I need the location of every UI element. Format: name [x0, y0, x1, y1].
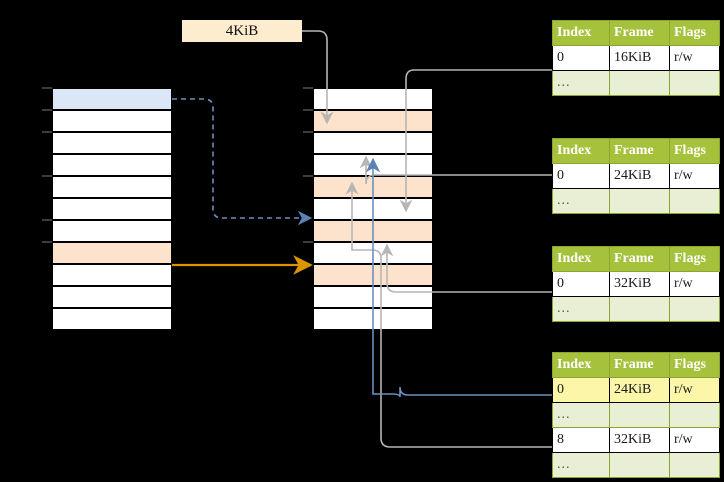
table-header-row: Index Frame Flags	[552, 138, 720, 164]
col-header-frame: Frame	[609, 246, 670, 272]
table-row-ellipsis[interactable]: ...	[552, 188, 720, 214]
pm-row-5	[313, 198, 433, 220]
table-header-row: Index Frame Flags	[552, 20, 720, 46]
wire-vas-row0-to-pm-row6	[172, 98, 313, 226]
pm-row-6	[313, 220, 433, 242]
cell-frame	[609, 402, 670, 428]
cell-frame: 16KiB	[609, 45, 670, 71]
table-row[interactable]: 8 32KiB r/w	[552, 427, 720, 453]
vas-row-6	[52, 220, 172, 242]
col-header-flags: Flags	[669, 352, 720, 378]
vas-tick-marks	[42, 87, 52, 243]
cell-frame: 24KiB	[609, 163, 670, 189]
vas-row-9	[52, 286, 172, 308]
page-table-4: Index Frame Flags 0 24KiB r/w ... 8 32Ki…	[552, 352, 720, 478]
cell-flags: r/w	[669, 271, 720, 297]
pm-row-3	[313, 154, 433, 176]
virtual-address-space-column	[52, 88, 172, 330]
page-table-1: Index Frame Flags 0 16KiB r/w ...	[552, 20, 720, 96]
cell-flags	[669, 70, 720, 96]
cell-flags	[669, 188, 720, 214]
col-header-index: Index	[552, 246, 610, 272]
cell-index: 0	[552, 163, 610, 189]
cell-flags: r/w	[669, 427, 720, 453]
pm-row-10	[313, 308, 433, 330]
table-row[interactable]: 0 24KiB r/w	[552, 163, 720, 189]
vas-row-5	[52, 198, 172, 220]
pm-tick-marks	[303, 87, 313, 243]
table-row-ellipsis[interactable]: ...	[552, 70, 720, 96]
table-row-ellipsis[interactable]: ...	[552, 402, 720, 428]
vas-row-8	[52, 264, 172, 286]
pm-row-7	[313, 242, 433, 264]
pm-row-4	[313, 176, 433, 198]
table-header-row: Index Frame Flags	[552, 352, 720, 378]
col-header-index: Index	[552, 352, 610, 378]
cell-flags	[669, 402, 720, 428]
page-table-3: Index Frame Flags 0 32KiB r/w ...	[552, 246, 720, 322]
col-header-frame: Frame	[609, 352, 670, 378]
page-table-2: Index Frame Flags 0 24KiB r/w ...	[552, 138, 720, 214]
col-header-index: Index	[552, 138, 610, 164]
cell-frame: 24KiB	[609, 377, 670, 403]
table-row-ellipsis[interactable]: ...	[552, 452, 720, 478]
col-header-index: Index	[552, 20, 610, 46]
vas-row-3	[52, 154, 172, 176]
vas-row-10	[52, 308, 172, 330]
cell-index: 0	[552, 45, 610, 71]
pm-row-8	[313, 264, 433, 286]
col-header-frame: Frame	[609, 138, 670, 164]
col-header-flags: Flags	[669, 246, 720, 272]
col-header-frame: Frame	[609, 20, 670, 46]
vas-row-1	[52, 110, 172, 132]
cell-frame: 32KiB	[609, 271, 670, 297]
cell-frame: 32KiB	[609, 427, 670, 453]
physical-memory-column	[313, 88, 433, 330]
cell-index: 0	[552, 271, 610, 297]
cell-frame	[609, 70, 670, 96]
pm-row-1	[313, 110, 433, 132]
cell-frame	[609, 452, 670, 478]
vas-row-4	[52, 176, 172, 198]
cell-index: ...	[552, 296, 610, 322]
size-label-4kib: 4KiB	[182, 20, 302, 42]
col-header-flags: Flags	[669, 138, 720, 164]
cell-index: ...	[552, 188, 610, 214]
vas-row-0	[52, 88, 172, 110]
table-header-row: Index Frame Flags	[552, 246, 720, 272]
cell-frame	[609, 188, 670, 214]
table-row-highlighted[interactable]: 0 24KiB r/w	[552, 377, 720, 403]
cell-index: 0	[552, 377, 610, 403]
table-row-ellipsis[interactable]: ...	[552, 296, 720, 322]
cell-frame	[609, 296, 670, 322]
vas-row-7	[52, 242, 172, 264]
cell-flags	[669, 452, 720, 478]
cell-index: 8	[552, 427, 610, 453]
pm-row-0	[313, 88, 433, 110]
cell-flags: r/w	[669, 163, 720, 189]
vas-row-2	[52, 132, 172, 154]
cell-index: ...	[552, 452, 610, 478]
cell-index: ...	[552, 70, 610, 96]
col-header-flags: Flags	[669, 20, 720, 46]
table-row[interactable]: 0 16KiB r/w	[552, 45, 720, 71]
cell-flags: r/w	[669, 377, 720, 403]
table-row[interactable]: 0 32KiB r/w	[552, 271, 720, 297]
cell-flags	[669, 296, 720, 322]
cell-flags: r/w	[669, 45, 720, 71]
cell-index: ...	[552, 402, 610, 428]
pm-row-2	[313, 132, 433, 154]
pm-row-9	[313, 286, 433, 308]
